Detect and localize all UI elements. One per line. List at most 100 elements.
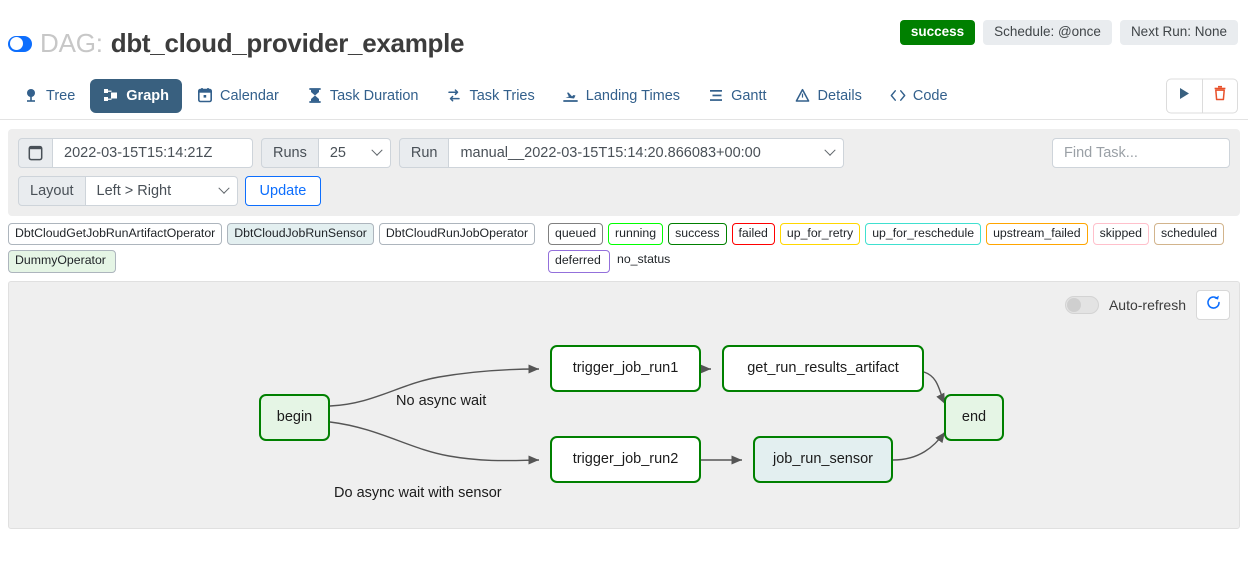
runs-select-value: 25: [329, 145, 346, 161]
task-node-end[interactable]: end: [944, 393, 1004, 441]
status-badge: success: [899, 20, 976, 46]
tab-code[interactable]: Code: [877, 79, 961, 113]
chevron-down-icon: [371, 144, 383, 156]
tab-list: Tree Graph Calendar Task Duration Task T: [10, 78, 961, 113]
tab-details[interactable]: Details: [782, 79, 875, 113]
graph-canvas[interactable]: Auto-refresh begin: [8, 280, 1240, 529]
delete-dag-button[interactable]: [1202, 79, 1237, 112]
run-label: Run: [398, 138, 450, 168]
legend-status-up-for-reschedule: up_for_reschedule: [865, 223, 982, 246]
graph-legend: DbtCloudGetJobRunArtifactOperator DbtClo…: [0, 216, 1248, 277]
edge-label-do-async-wait: Do async wait with sensor: [334, 484, 502, 501]
trash-icon: [1213, 85, 1227, 106]
schedule-badge[interactable]: Schedule: @once: [983, 20, 1112, 46]
edge-label-no-async-wait: No async wait: [396, 392, 487, 409]
status-legend-group: queued running success failed up_for_ret…: [548, 223, 1240, 273]
task-node-label: get_run_results_artifact: [747, 360, 899, 377]
tab-label: Details: [817, 87, 862, 104]
run-select-value: manual__2022-03-15T15:14:20.866083+00:00: [460, 145, 761, 161]
task-node-job-run-sensor[interactable]: job_run_sensor: [753, 435, 893, 483]
task-node-begin[interactable]: begin: [259, 393, 330, 441]
runs-group: Runs 25: [261, 138, 391, 168]
calendar-picker-button[interactable]: [18, 138, 53, 168]
controls-row-2: Layout Left > Right Update: [18, 176, 1230, 206]
dag-action-group: [1166, 78, 1238, 113]
layout-select[interactable]: Left > Right: [85, 176, 238, 206]
trigger-dag-button[interactable]: [1167, 79, 1202, 112]
task-node-label: begin: [276, 409, 313, 426]
legend-operator[interactable]: DbtCloudJobRunSensor: [227, 223, 374, 246]
landing-icon: [563, 88, 579, 104]
legend-status-scheduled: scheduled: [1153, 223, 1225, 246]
tab-task-duration[interactable]: Task Duration: [294, 79, 432, 113]
warning-triangle-icon: [795, 88, 811, 104]
tab-calendar[interactable]: Calendar: [184, 79, 292, 113]
header-badge-group: success Schedule: @once Next Run: None: [899, 20, 1238, 46]
tab-landing-times[interactable]: Landing Times: [550, 79, 693, 113]
tab-label: Task Tries: [469, 87, 535, 104]
update-button[interactable]: Update: [244, 176, 322, 206]
refresh-button[interactable]: [1196, 289, 1230, 320]
layout-group: Layout Left > Right: [18, 176, 238, 206]
code-brackets-icon: [890, 88, 906, 104]
layout-select-value: Left > Right: [96, 183, 172, 199]
controls-row-1: 2022-03-15T15:14:21Z Runs 25 Run manual_…: [18, 138, 1230, 168]
legend-operator[interactable]: DbtCloudGetJobRunArtifactOperator: [8, 223, 223, 246]
task-node-label: end: [961, 409, 987, 426]
legend-status-failed: failed: [731, 223, 775, 246]
task-node-label: trigger_job_run1: [572, 360, 679, 377]
chevron-down-icon: [217, 182, 230, 194]
legend-status-success: success: [668, 223, 727, 246]
gantt-icon: [708, 88, 724, 104]
legend-operator[interactable]: DbtCloudRunJobOperator: [378, 223, 536, 246]
legend-status-up-for-retry: up_for_retry: [779, 223, 861, 246]
graph-edges: [329, 364, 946, 465]
tab-label: Graph: [126, 87, 169, 104]
tab-tree[interactable]: Tree: [10, 79, 88, 113]
run-group: Run manual__2022-03-15T15:14:20.866083+0…: [398, 138, 845, 168]
view-tabbar: Tree Graph Calendar Task Duration Task T: [0, 72, 1248, 120]
legend-status-queued: queued: [548, 223, 604, 246]
refresh-icon: [1205, 294, 1222, 316]
tab-gantt[interactable]: Gantt: [695, 79, 779, 113]
layout-label: Layout: [18, 176, 86, 206]
calendar-icon: [197, 88, 213, 104]
tab-label: Calendar: [219, 87, 279, 104]
hourglass-icon: [307, 88, 323, 104]
tab-label: Gantt: [731, 87, 767, 104]
legend-status-skipped: skipped: [1092, 223, 1149, 246]
retry-icon: [446, 88, 462, 104]
task-node-label: trigger_job_run2: [572, 451, 679, 468]
tab-task-tries[interactable]: Task Tries: [433, 79, 547, 113]
dag-title: DAG: dbt_cloud_provider_example: [8, 28, 464, 59]
run-select[interactable]: manual__2022-03-15T15:14:20.866083+00:00: [449, 138, 845, 168]
graph-toolbar: Auto-refresh: [1064, 289, 1230, 320]
dag-pause-toggle[interactable]: [8, 35, 32, 52]
dag-controls-bar: 2022-03-15T15:14:21Z Runs 25 Run manual_…: [8, 129, 1240, 216]
tab-label: Task Duration: [329, 87, 419, 104]
tab-label: Tree: [46, 87, 76, 104]
legend-status-upstream-failed: upstream_failed: [986, 223, 1088, 246]
tab-graph[interactable]: Graph: [90, 78, 182, 113]
tree-icon: [23, 88, 39, 104]
legend-operator[interactable]: DummyOperator: [8, 250, 116, 273]
legend-status-running: running: [608, 223, 664, 246]
auto-refresh-label: Auto-refresh: [1108, 296, 1186, 313]
auto-refresh-toggle[interactable]: [1064, 295, 1099, 314]
task-node-trigger-job-run1[interactable]: trigger_job_run1: [550, 344, 701, 392]
execution-date-group: 2022-03-15T15:14:21Z: [18, 138, 253, 168]
page-title: dbt_cloud_provider_example: [110, 28, 465, 58]
legend-status-no-status: no_status: [615, 250, 677, 273]
next-run-badge: Next Run: None: [1119, 20, 1238, 46]
tab-label: Landing Times: [585, 87, 681, 104]
play-icon: [1178, 86, 1191, 105]
runs-select[interactable]: 25: [318, 138, 391, 168]
task-node-get-run-results-artifact[interactable]: get_run_results_artifact: [722, 344, 924, 392]
execution-date-input[interactable]: 2022-03-15T15:14:21Z: [53, 138, 253, 168]
task-node-trigger-job-run2[interactable]: trigger_job_run2: [550, 435, 701, 483]
graph-icon: [103, 88, 119, 104]
find-task-input[interactable]: Find Task...: [1052, 138, 1230, 168]
tab-label: Code: [912, 87, 948, 104]
task-node-label: job_run_sensor: [773, 451, 873, 468]
operator-legend-group: DbtCloudGetJobRunArtifactOperator DbtClo…: [8, 223, 548, 273]
